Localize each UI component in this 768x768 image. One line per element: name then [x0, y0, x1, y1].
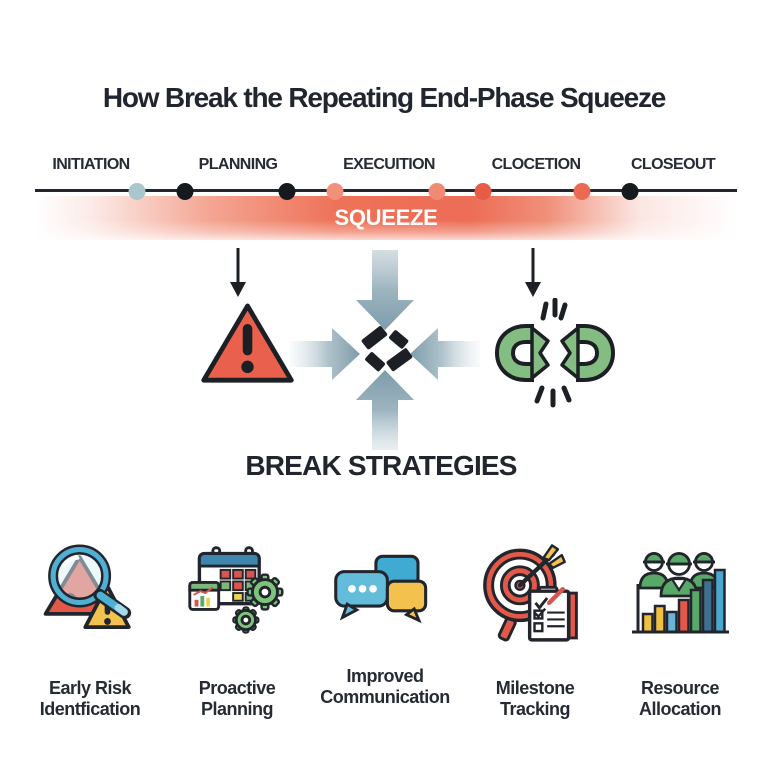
strategy-label: Resource Allocation [638, 678, 722, 719]
phase-label-completion: CLOCETION [491, 156, 581, 173]
strategy-label: Proactive Planning [198, 678, 276, 719]
gear-icon [232, 606, 260, 634]
squeeze-label: SQUEEZE [334, 205, 438, 230]
converging-arrows-icon [290, 250, 480, 450]
squeeze-bar: SQUEEZE [35, 196, 737, 240]
timeline-dot [326, 183, 344, 200]
phase-label-execution: EXECUITION [343, 156, 435, 173]
down-arrow-icon [525, 248, 541, 297]
strategy-proactive-planning: Proactive Planning [162, 536, 312, 736]
strategy-label: Improved Communication [320, 666, 450, 707]
strategy-resource-allocation: Resource Allocation [605, 536, 755, 736]
timeline-dot [176, 183, 194, 200]
phase-label-initiation: INITIATION [52, 156, 130, 173]
strategy-improved-communication: Improved Communication [310, 536, 460, 736]
gear-icon [246, 573, 284, 611]
strategy-early-risk: Early Risk Identfication [15, 536, 165, 736]
broken-pieces [361, 326, 413, 372]
timeline-dot [128, 183, 146, 200]
break-burst-lines [534, 298, 572, 408]
phase-label-closeout: CLOSEOUT [630, 156, 716, 173]
timeline-dot [278, 183, 296, 200]
strategy-label: Early Risk Identfication [39, 678, 141, 719]
broken-chain-icon [494, 298, 616, 408]
risk-magnifier-icon [43, 544, 132, 629]
phase-label-planning: PLANNING [198, 156, 278, 173]
strategy-milestone-tracking: Milestone Tracking [460, 536, 610, 736]
calendar-gears-icon [188, 546, 284, 634]
timeline-dot [621, 183, 639, 200]
timeline-line [35, 189, 737, 192]
warning-triangle-icon [201, 303, 294, 383]
strategy-label: Milestone Tracking [495, 678, 575, 719]
timeline-dot [573, 183, 591, 200]
speech-bubbles-icon [334, 554, 428, 624]
break-strategies-heading: BREAK STRATEGIES [245, 450, 517, 481]
target-checklist-icon [483, 544, 578, 642]
timeline-dot [474, 183, 492, 200]
down-arrow-icon [230, 248, 246, 297]
team-bar-chart-icon [632, 552, 729, 634]
timeline-dot [428, 183, 446, 200]
page-title: How Break the Repeating End-Phase Squeez… [102, 82, 666, 113]
